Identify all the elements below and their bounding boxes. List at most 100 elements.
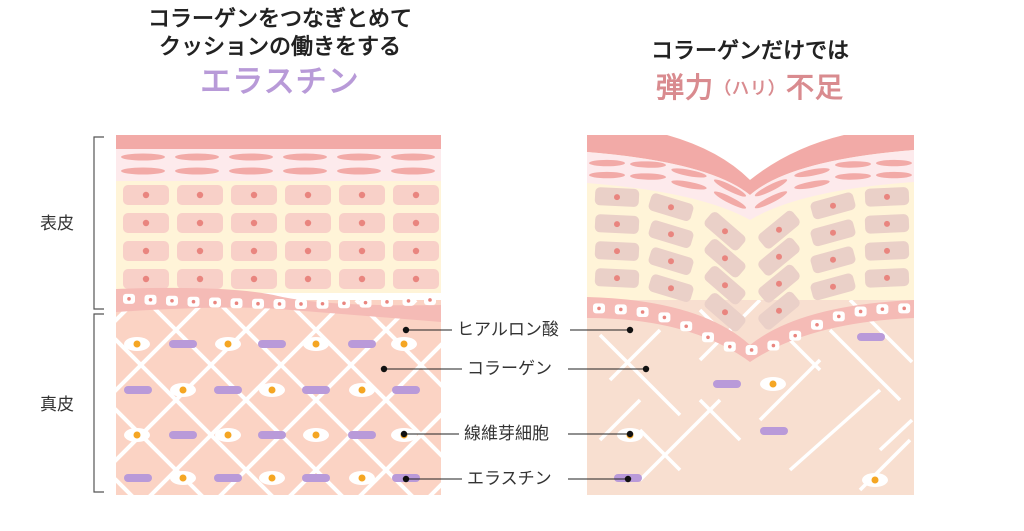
leader-dot bbox=[380, 365, 388, 373]
basal-cell-nucleus bbox=[213, 300, 217, 305]
broken-collagen-fiber bbox=[788, 388, 882, 472]
flattened-cell bbox=[876, 171, 912, 179]
basal-cell-nucleus bbox=[597, 306, 601, 311]
basal-cell-nucleus bbox=[728, 344, 732, 349]
cell-nucleus bbox=[884, 220, 890, 227]
broken-collagen-fiber bbox=[598, 398, 642, 442]
basal-cell-nucleus bbox=[706, 335, 710, 340]
cell-nucleus bbox=[884, 193, 890, 200]
broken-collagen-fiber bbox=[608, 328, 662, 382]
cell-nucleus bbox=[304, 219, 312, 227]
callout-hyaluronic-acid: ヒアルロン酸 bbox=[452, 319, 564, 341]
elastin-fiber bbox=[302, 474, 330, 482]
cell-nucleus bbox=[776, 307, 782, 314]
cell-nucleus bbox=[358, 219, 366, 227]
basal-cell-nucleus bbox=[880, 307, 885, 311]
right-heading: コラーゲンだけでは 弾力（ハリ）不足 bbox=[585, 38, 915, 105]
collagen-fiber bbox=[358, 412, 441, 495]
fibroblast-nucleus bbox=[179, 386, 187, 394]
leader-dot bbox=[402, 326, 410, 334]
elastin-fiber bbox=[258, 340, 286, 348]
elastin-fiber bbox=[857, 333, 885, 341]
basal-cell-nucleus bbox=[385, 300, 389, 304]
cell-nucleus bbox=[884, 247, 890, 254]
cell-nucleus bbox=[668, 285, 674, 292]
bracket-epidermis bbox=[93, 136, 104, 310]
elastin-fiber bbox=[258, 431, 286, 439]
elastin-fiber bbox=[214, 474, 242, 482]
flattened-cell bbox=[175, 167, 219, 175]
elastin-fiber bbox=[124, 386, 152, 394]
right-dermis bbox=[587, 298, 914, 495]
callout-collagen: コラーゲン bbox=[462, 358, 557, 380]
cell-nucleus bbox=[142, 247, 150, 255]
cell-nucleus bbox=[722, 282, 728, 289]
broken-collagen-fiber bbox=[698, 398, 742, 442]
fibroblast-nucleus bbox=[133, 340, 141, 348]
fibroblast-nucleus bbox=[312, 340, 320, 348]
right-heading-line: コラーゲンだけでは bbox=[650, 39, 849, 64]
callout-fibroblast: 線維芽細胞 bbox=[459, 423, 554, 445]
cell-nucleus bbox=[722, 309, 728, 316]
bracket-dermis bbox=[93, 313, 104, 493]
flattened-cell bbox=[876, 159, 912, 167]
right-highlight-tail: 不足 bbox=[786, 70, 845, 104]
basal-cell-nucleus bbox=[662, 315, 667, 320]
basal-cell-nucleus bbox=[684, 324, 688, 329]
broken-collagen-fiber bbox=[638, 398, 722, 482]
fibroblast-nucleus bbox=[268, 474, 276, 482]
flattened-cell bbox=[121, 153, 165, 161]
right-heading-highlight: 弾力（ハリ）不足 bbox=[585, 70, 915, 105]
right-highlight-paren: （ハリ） bbox=[714, 78, 786, 99]
basal-cell-nucleus bbox=[363, 300, 368, 305]
left-spinous-layer bbox=[116, 181, 441, 293]
left-heading-line-2: クッションの働きをする bbox=[158, 34, 401, 60]
collagen-fiber bbox=[116, 407, 204, 495]
broken-collagen-fiber bbox=[698, 298, 762, 362]
cell-nucleus bbox=[196, 247, 204, 255]
fibroblast-nucleus bbox=[871, 476, 879, 484]
basal-cell-nucleus bbox=[902, 306, 906, 311]
cell-nucleus bbox=[412, 275, 420, 283]
cell-nucleus bbox=[304, 191, 312, 199]
label-dermis: 真皮 bbox=[40, 395, 74, 415]
cell-nucleus bbox=[722, 255, 728, 262]
flattened-cell bbox=[229, 153, 273, 161]
fibroblast-nucleus bbox=[179, 474, 187, 482]
basal-cell-nucleus bbox=[619, 307, 623, 312]
elastin-fiber bbox=[760, 427, 788, 435]
flattened-cell bbox=[713, 179, 747, 197]
cell-nucleus bbox=[776, 226, 782, 233]
label-epidermis: 表皮 bbox=[40, 214, 74, 234]
cell-nucleus bbox=[830, 283, 836, 290]
elastin-fiber bbox=[348, 431, 376, 439]
cell-nucleus bbox=[250, 219, 258, 227]
layer-brackets bbox=[93, 136, 104, 493]
basal-cell-nucleus bbox=[428, 298, 432, 302]
basal-cell-nucleus bbox=[170, 298, 174, 303]
leader-dot bbox=[400, 430, 408, 438]
basal-cell-nucleus bbox=[148, 297, 153, 302]
collagen-fiber bbox=[148, 298, 348, 495]
basal-cell-nucleus bbox=[749, 348, 754, 352]
flattened-cell bbox=[589, 159, 625, 167]
flattened-cell bbox=[283, 153, 327, 161]
basal-cell-nucleus bbox=[277, 302, 282, 306]
left-heading-highlight: エラスチン bbox=[200, 64, 360, 100]
flattened-cell bbox=[391, 167, 435, 175]
cell-nucleus bbox=[614, 221, 620, 228]
collagen-fiber bbox=[116, 298, 278, 463]
cell-nucleus bbox=[358, 191, 366, 199]
flattened-cell bbox=[337, 153, 381, 161]
cell-nucleus bbox=[250, 191, 258, 199]
cell-nucleus bbox=[250, 247, 258, 255]
fibroblast-nucleus bbox=[133, 431, 141, 439]
cell-nucleus bbox=[358, 247, 366, 255]
cell-nucleus bbox=[412, 247, 420, 255]
leader-dot bbox=[626, 326, 634, 334]
broken-collagen-fiber bbox=[598, 333, 682, 417]
right-stratum-corneum bbox=[587, 135, 914, 195]
cell-nucleus bbox=[142, 219, 150, 227]
basal-cell-nucleus bbox=[256, 301, 260, 306]
basal-cell-nucleus bbox=[299, 302, 303, 306]
